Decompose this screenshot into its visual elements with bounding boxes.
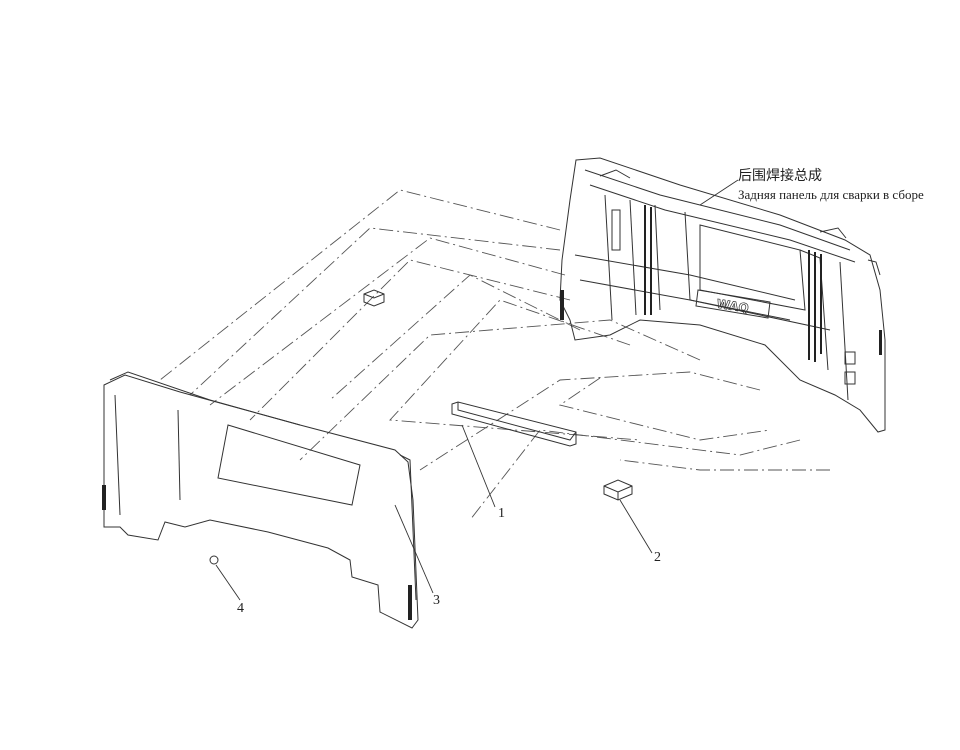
interior-panel-window (217, 424, 361, 506)
part-2-block (603, 479, 633, 501)
leader-lines (215, 179, 739, 601)
rear-panel-welding-assembly (559, 157, 886, 433)
part-1-strip (451, 401, 577, 447)
rear-panel-detail-hatching (560, 205, 882, 362)
callout-1: 1 (498, 506, 505, 521)
callout-2: 2 (654, 550, 661, 565)
callout-4: 4 (237, 601, 244, 616)
interior-rear-panel (103, 371, 419, 629)
emblem-text: WAQ (716, 297, 750, 316)
assembly-guide-lines (159, 189, 830, 521)
small-block-left (363, 289, 385, 307)
part-4-clip (209, 555, 219, 565)
assembly-name-zh: 后围焊接总成 (738, 168, 822, 184)
emblem: WAQ (695, 289, 771, 319)
interior-panel-hatching (102, 485, 412, 620)
assembly-name-ru: Задняя панель для сварки в сборе (738, 187, 924, 202)
callout-3: 3 (433, 593, 440, 608)
